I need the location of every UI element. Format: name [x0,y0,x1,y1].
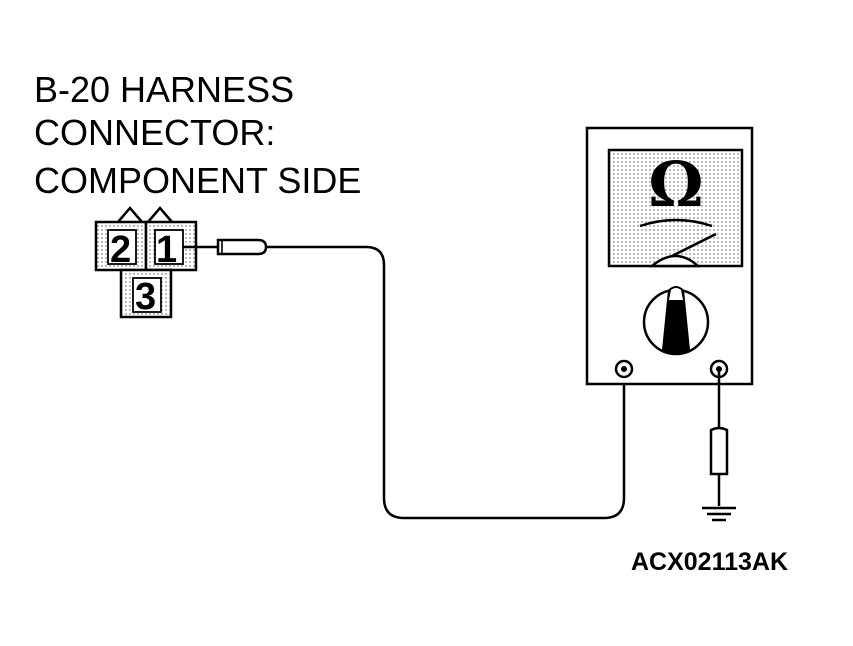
meter-needle [667,232,717,260]
meter-unit-symbol: Ω [648,148,703,221]
test-lead-wire [266,245,626,520]
meter-selector-knob [642,286,710,356]
meter-display [607,148,744,268]
test-probe-icon [183,238,268,256]
pin-2-box [107,229,137,265]
meter-needle-pivot [648,254,702,268]
harness-connector: 2 1 3 [94,206,198,319]
pin-1-label: 1 [156,229,177,271]
ohmmeter-icon: Ω [585,126,754,386]
connector-lock-tab-left [117,206,143,223]
title-line-2: CONNECTOR: [34,112,275,153]
title-line-3: COMPONENT SIDE [34,160,361,201]
title-label: B-20 HARNESS CONNECTOR: COMPONENT SIDE [34,69,361,201]
pin-3-box [132,277,162,313]
ground-lead [709,369,729,506]
ground-icon [702,506,736,522]
figure-code: ACX02113AK [631,548,788,576]
pin-3-label: 3 [135,276,156,318]
pin-2-label: 2 [110,229,131,271]
pin-1-box [154,229,184,265]
connector-lock-tab-right [147,206,173,223]
title-line-1: B-20 HARNESS [34,69,294,110]
meter-scale-arc [639,218,713,228]
